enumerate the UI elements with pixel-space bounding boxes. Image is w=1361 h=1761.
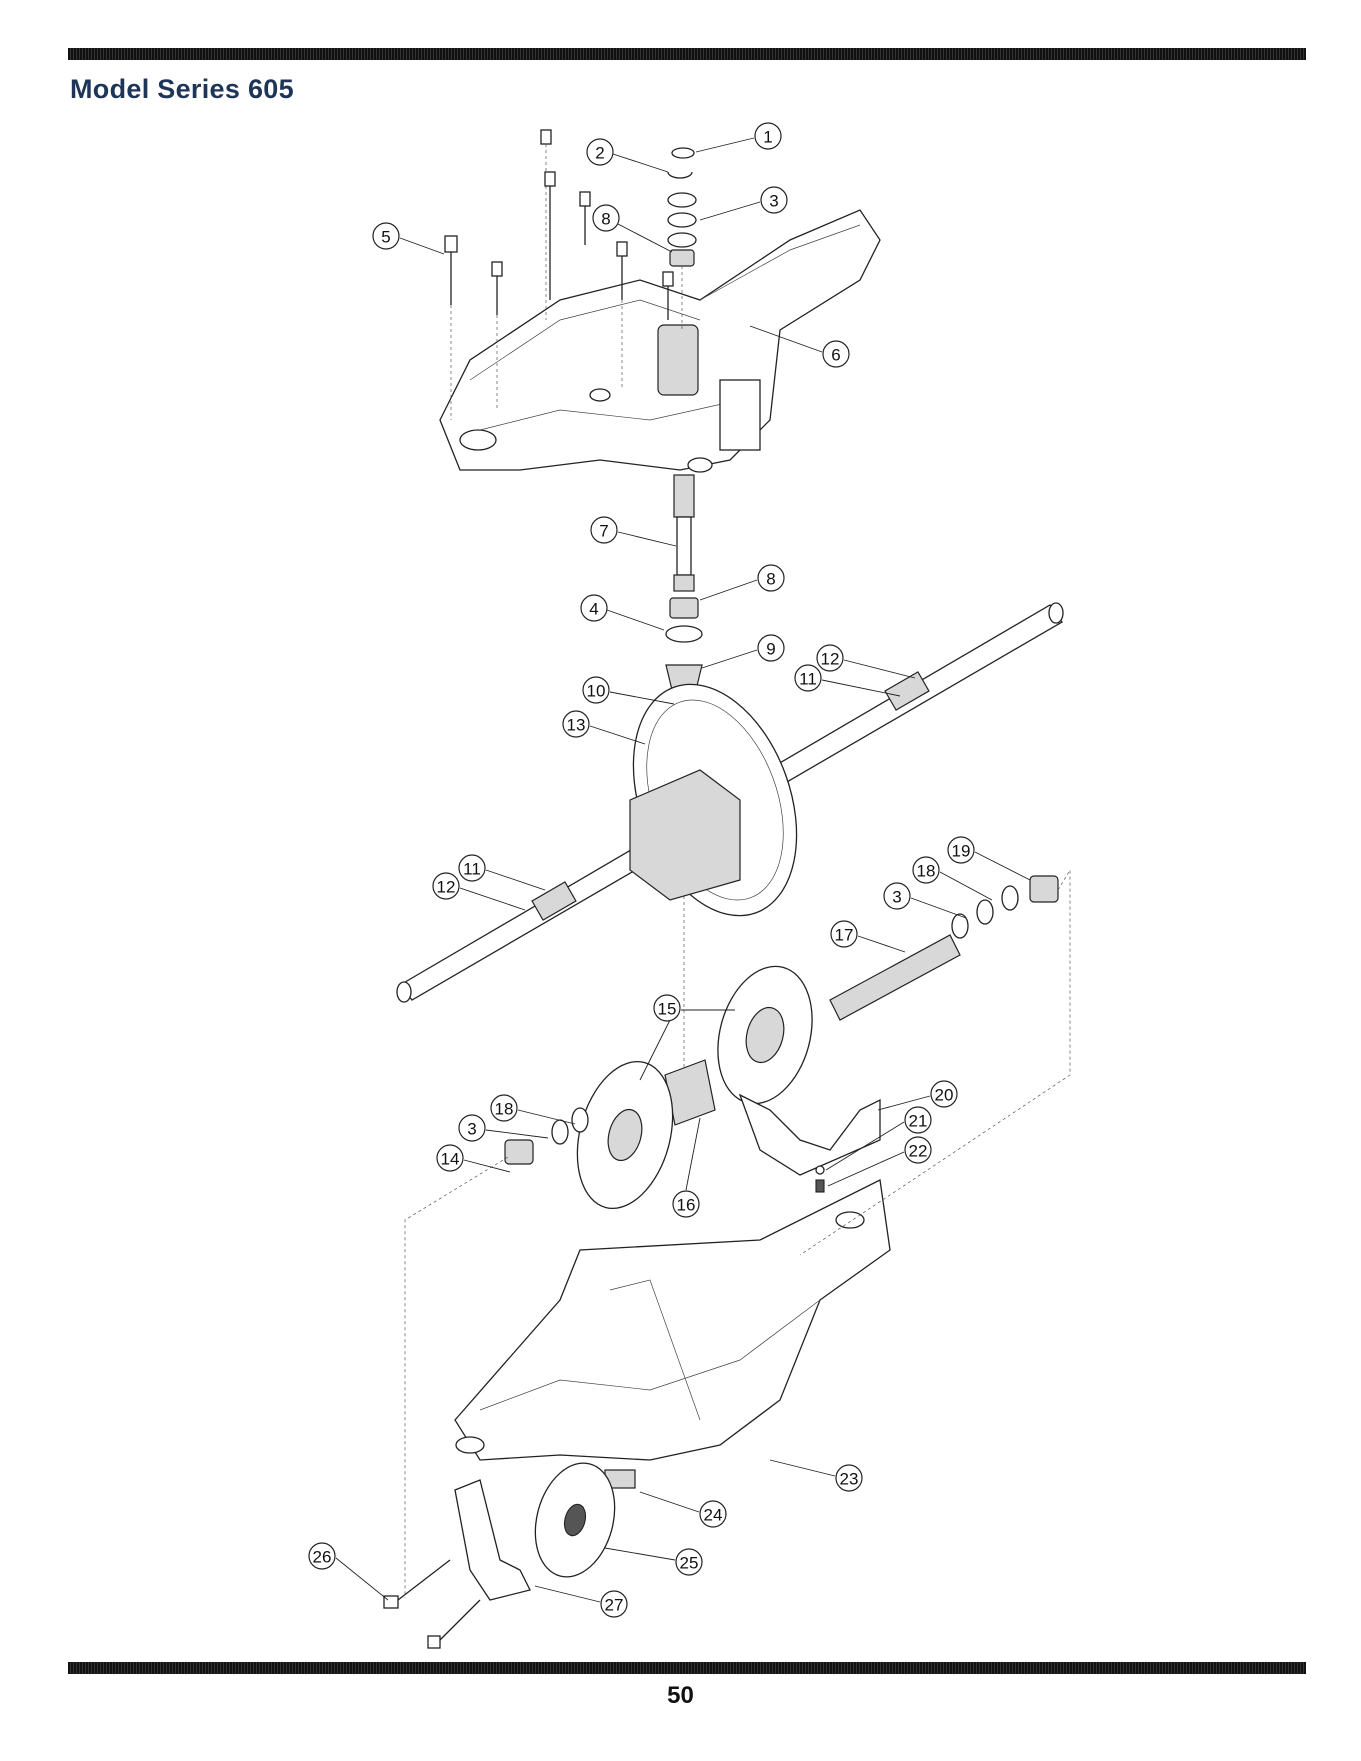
callout-12b: 12: [433, 873, 459, 899]
callout-2: 2: [587, 139, 613, 165]
brake-assembly: [384, 1454, 635, 1648]
svg-text:3: 3: [892, 888, 901, 907]
svg-text:5: 5: [381, 228, 390, 247]
callout-18: 18: [913, 857, 939, 883]
callout-18b: 18: [491, 1095, 517, 1121]
callout-3b: 3: [884, 883, 910, 909]
callout-1: 1: [755, 123, 781, 149]
callout-24: 24: [700, 1501, 726, 1527]
svg-text:14: 14: [441, 1150, 460, 1169]
svg-text:12: 12: [821, 650, 840, 669]
callout-10: 10: [583, 677, 609, 703]
svg-text:23: 23: [840, 1470, 859, 1489]
callout-11b: 11: [459, 855, 485, 881]
footer-rule: [68, 1662, 1306, 1674]
svg-text:12: 12: [437, 878, 456, 897]
svg-text:4: 4: [589, 600, 598, 619]
callout-7: 7: [591, 517, 617, 543]
callout-11: 11: [795, 665, 821, 691]
page-number: 50: [0, 1682, 1361, 1710]
svg-text:11: 11: [463, 860, 481, 879]
callout-16: 16: [673, 1191, 699, 1217]
svg-text:18: 18: [495, 1100, 514, 1119]
svg-text:27: 27: [605, 1596, 624, 1615]
svg-text:16: 16: [677, 1196, 696, 1215]
callout-9: 9: [758, 635, 784, 661]
callout-17: 17: [831, 921, 857, 947]
svg-text:1: 1: [763, 128, 772, 147]
alignment-lines: [405, 870, 1070, 1598]
callout-4: 4: [581, 595, 607, 621]
callout-27: 27: [601, 1591, 627, 1617]
svg-text:2: 2: [595, 144, 604, 163]
upper-housing: [440, 210, 880, 472]
svg-text:22: 22: [909, 1142, 928, 1161]
callout-25: 25: [676, 1549, 702, 1575]
callout-19: 19: [948, 837, 974, 863]
left-shaft-parts: [505, 1108, 588, 1164]
svg-text:3: 3: [769, 192, 778, 211]
svg-text:7: 7: [599, 522, 608, 541]
callout-26: 26: [309, 1543, 335, 1569]
svg-text:15: 15: [658, 1000, 677, 1019]
callout-22: 22: [905, 1137, 931, 1163]
callout-15: 15: [654, 995, 680, 1021]
countershaft-parts: [830, 876, 1058, 1020]
axle-differential: [397, 603, 1063, 1002]
callout-8b: 8: [758, 565, 784, 591]
svg-text:10: 10: [587, 682, 606, 701]
callout-3c: 3: [459, 1115, 485, 1141]
gear-cluster: [562, 956, 826, 1219]
svg-text:24: 24: [704, 1506, 723, 1525]
svg-text:9: 9: [766, 640, 775, 659]
svg-text:11: 11: [799, 670, 817, 689]
callout-3: 3: [761, 187, 787, 213]
shift-fork: [740, 1095, 880, 1192]
svg-text:21: 21: [909, 1112, 928, 1131]
svg-text:8: 8: [766, 570, 775, 589]
svg-text:20: 20: [935, 1086, 954, 1105]
callout-21: 21: [905, 1107, 931, 1133]
svg-text:26: 26: [313, 1548, 332, 1567]
callout-23: 23: [836, 1465, 862, 1491]
svg-text:6: 6: [831, 346, 840, 365]
svg-text:13: 13: [567, 716, 586, 735]
lower-housing: [455, 1180, 890, 1460]
svg-text:18: 18: [917, 862, 936, 881]
callout-20: 20: [931, 1081, 957, 1107]
svg-text:25: 25: [680, 1554, 699, 1573]
svg-text:8: 8: [601, 210, 610, 229]
callout-13: 13: [563, 711, 589, 737]
callout-6: 6: [823, 341, 849, 367]
svg-text:19: 19: [952, 842, 971, 861]
svg-text:17: 17: [835, 926, 854, 945]
callout-12: 12: [817, 645, 843, 671]
callout-14: 14: [437, 1145, 463, 1171]
callout-5: 5: [373, 223, 399, 249]
svg-text:3: 3: [467, 1120, 476, 1139]
callout-8: 8: [593, 205, 619, 231]
